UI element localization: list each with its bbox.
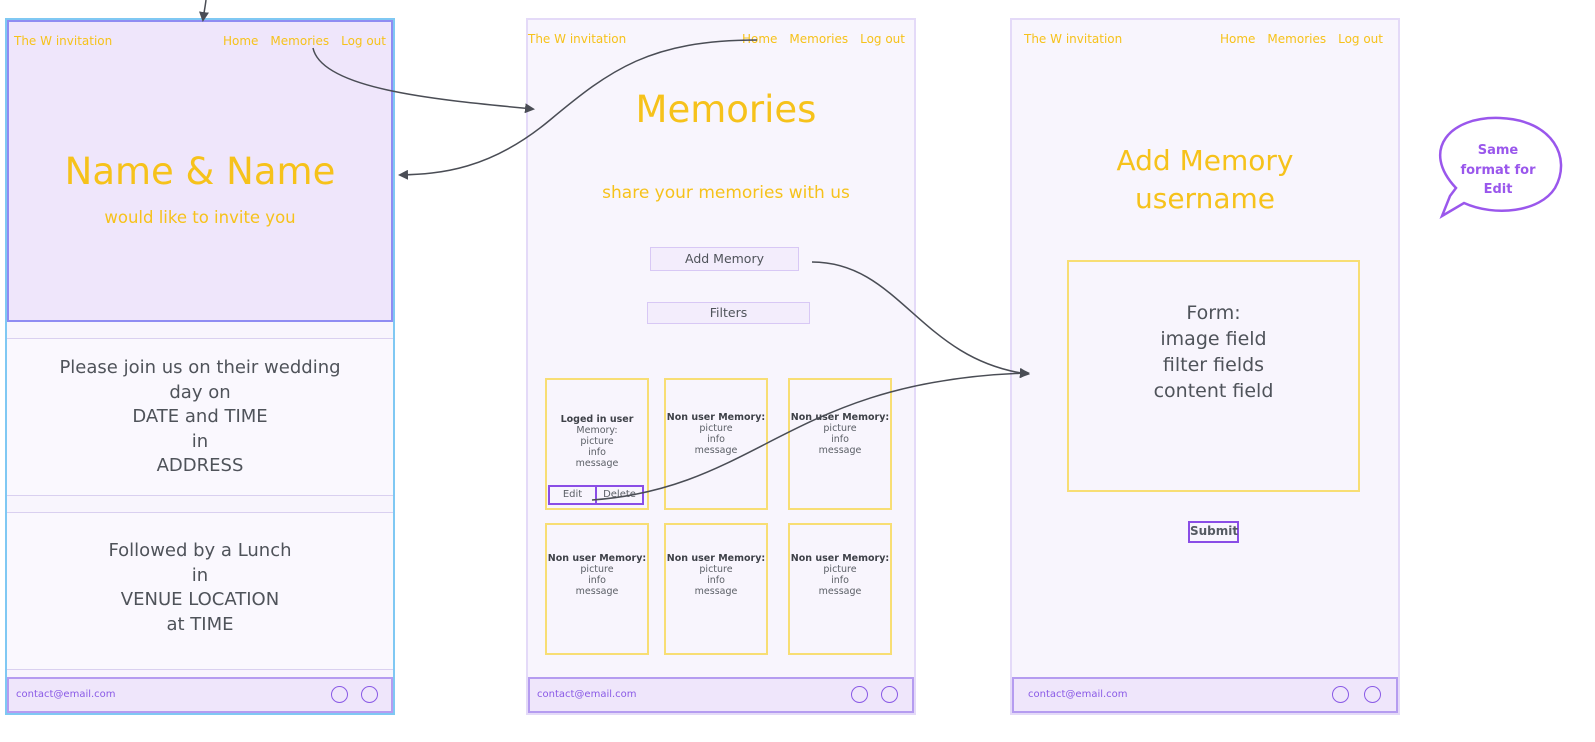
memories-page-frame: The W invitation Home Memories Log out M… [526,18,916,715]
add-memory-title: Add Memory [1116,144,1294,177]
add-memory-username: username [1135,182,1275,215]
social-icon[interactable] [331,686,348,703]
note-line: Edit [1483,182,1513,197]
image-field[interactable]: image field [1160,328,1267,350]
card-line: message [818,445,862,456]
memory-card: Non user Memory: picture info message [788,523,892,655]
memory-form[interactable]: Form: image field filter fields content … [1067,260,1360,492]
note-text: Same format for Edit [1446,141,1550,200]
top-nav: The W invitation Home Memories Log out [9,34,391,50]
edit-button[interactable]: Edit [548,485,597,505]
wedding-line: DATE and TIME [132,406,268,427]
card-heading: Non user Memory: [666,553,766,564]
card-line: picture [580,436,614,447]
memory-card: Non user Memory: picture info message [664,378,768,510]
card-line: Memory: [576,425,618,436]
card-line: info [831,575,849,586]
card-line: picture [699,564,733,575]
delete-button[interactable]: Delete [595,485,644,505]
card-heading: Non user Memory: [666,412,766,423]
card-line: picture [823,423,857,434]
nav-logout-link[interactable]: Log out [860,32,905,46]
lunch-line: VENUE LOCATION [120,589,280,610]
contact-email-link[interactable]: contact@email.com [537,689,637,700]
card-line: picture [699,423,733,434]
nav-home-link[interactable]: Home [741,32,778,46]
card-line: message [694,445,738,456]
top-nav: The W invitation Home Memories Log out [528,32,914,48]
memories-title: Memories [635,88,817,131]
content-field[interactable]: content field [1153,380,1274,402]
card-line: message [818,586,862,597]
lunch-line: in [191,564,209,586]
home-page-frame: The W invitation Home Memories Log out N… [5,18,395,715]
add-memory-page-frame: The W invitation Home Memories Log out A… [1010,18,1400,715]
hero-title: Name & Name [64,150,336,193]
arrow-top-entry [199,0,209,22]
card-line: message [575,458,619,469]
wedding-line: Please join us on their wedding [59,357,341,378]
wedding-line: day on [169,381,231,403]
social-icon[interactable] [361,686,378,703]
card-line: info [831,434,849,445]
submit-button[interactable]: Submit [1188,521,1239,543]
wedding-line: ADDRESS [156,455,244,476]
lunch-line: at TIME [166,613,234,635]
social-icon[interactable] [1332,686,1349,703]
wedding-details-section: Please join us on their wedding day on D… [7,338,393,496]
card-line: info [588,447,606,458]
card-heading: Non user Memory: [790,412,890,423]
top-nav: The W invitation Home Memories Log out [1012,32,1398,48]
card-line: picture [580,564,614,575]
filters-button[interactable]: Filters [647,302,810,324]
brand-logo[interactable]: The W invitation [1024,32,1123,46]
social-icon[interactable] [1364,686,1381,703]
memory-card: Non user Memory: picture info message [788,378,892,510]
note-line: format for [1460,162,1536,178]
card-heading: Non user Memory: [790,553,890,564]
wedding-line: in [191,430,209,452]
card-line: message [575,586,619,597]
memory-card: Non user Memory: picture info message [545,523,649,655]
form-label: Form: [1186,302,1241,324]
social-icon[interactable] [851,686,868,703]
card-heading: Loged in user [560,414,634,425]
hero-section: The W invitation Home Memories Log out N… [7,20,393,322]
card-heading: Non user Memory: [547,553,647,564]
nav-logout-link[interactable]: Log out [341,34,386,48]
add-memory-button[interactable]: Add Memory [650,247,799,271]
card-line: info [707,434,725,445]
lunch-details-section: Followed by a Lunch in VENUE LOCATION at… [7,512,393,670]
contact-email-link[interactable]: contact@email.com [1028,689,1128,700]
contact-email-link[interactable]: contact@email.com [16,689,116,700]
card-line: info [707,575,725,586]
filter-fields[interactable]: filter fields [1162,354,1265,376]
memory-card: Non user Memory: picture info message [664,523,768,655]
nav-home-link[interactable]: Home [1219,32,1256,46]
nav-memories-link[interactable]: Memories [1267,32,1327,46]
footer: contact@email.com [528,677,914,713]
nav-memories-link[interactable]: Memories [270,34,330,48]
nav-memories-link[interactable]: Memories [789,32,849,46]
footer: contact@email.com [7,677,393,713]
footer: contact@email.com [1012,677,1398,713]
card-line: message [694,586,738,597]
social-icon[interactable] [881,686,898,703]
card-line: picture [823,564,857,575]
hero-subtitle: would like to invite you [104,208,296,227]
card-line: info [588,575,606,586]
brand-logo[interactable]: The W invitation [528,32,627,46]
memories-subtitle: share your memories with us [602,183,850,203]
nav-logout-link[interactable]: Log out [1338,32,1383,46]
brand-logo[interactable]: The W invitation [14,34,113,48]
nav-home-link[interactable]: Home [222,34,259,48]
note-line: Same [1477,143,1519,158]
lunch-line: Followed by a Lunch [108,540,292,561]
